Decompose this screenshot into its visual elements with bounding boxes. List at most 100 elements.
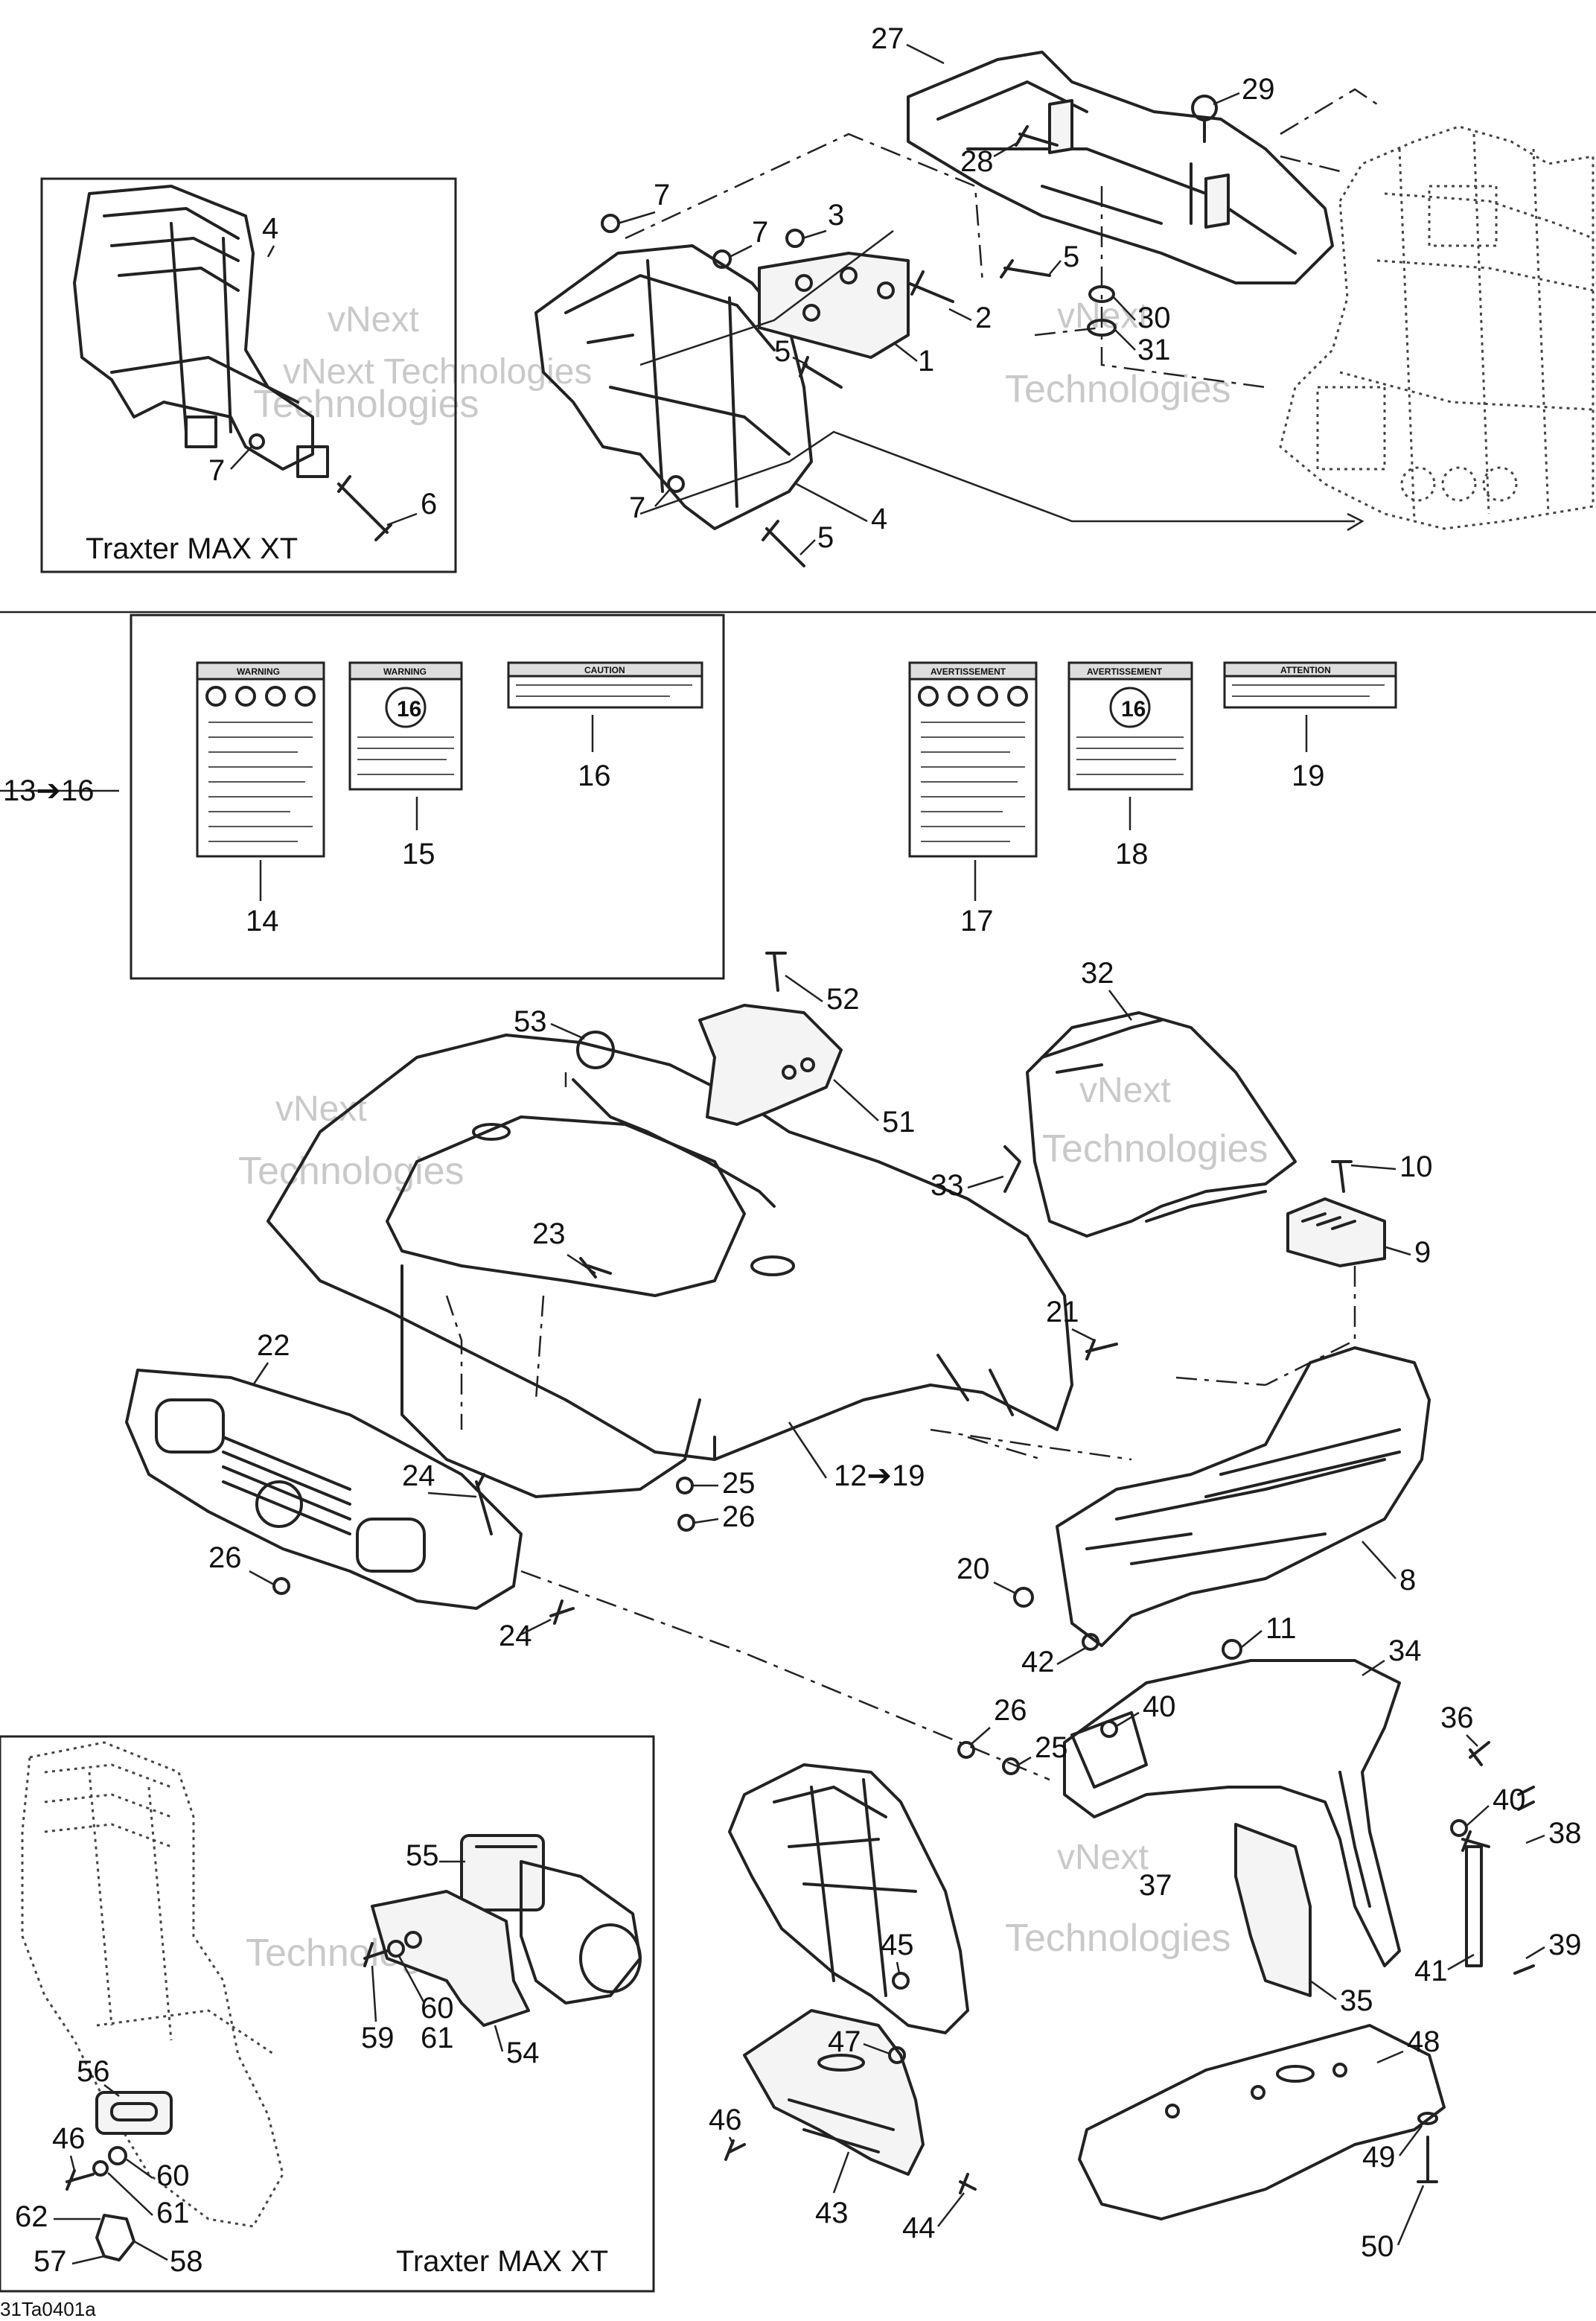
callout-23: 23 (532, 1217, 566, 1250)
callout-14: 14 (246, 905, 279, 937)
callout-15: 15 (402, 838, 435, 870)
safety-label-18: AVERTISSEMENT 16 (1067, 661, 1193, 791)
bracket-51 (698, 1004, 843, 1126)
callout-3: 3 (828, 199, 844, 232)
callout-33: 33 (931, 1169, 964, 1202)
callout-4: 4 (262, 212, 278, 245)
traxter-max-xt-box-top: 4 7 6 Traxter MAX XT (40, 177, 457, 573)
callout-50: 50 (1361, 2230, 1394, 2263)
callout-58: 58 (170, 2245, 203, 2278)
callout-2: 2 (975, 302, 992, 334)
watermark-text: vNext (1079, 1071, 1171, 1110)
callout-48: 48 (1407, 2025, 1440, 2058)
watermark-text: Technologies (1042, 1127, 1268, 1171)
watermark-text: vNext (275, 1089, 367, 1129)
callout-8: 8 (1399, 1564, 1416, 1596)
traxter-max-xt-box-bottom: 55 60 61 59 54 56 46 60 61 62 57 58 Trax… (0, 1735, 655, 2293)
callout-55: 55 (406, 1839, 439, 1872)
callout-26: 26 (208, 1541, 242, 1574)
callout-46: 46 (52, 2122, 86, 2155)
callout-25: 25 (722, 1467, 756, 1500)
callout-57: 57 (33, 2245, 67, 2278)
callout-24: 24 (402, 1459, 435, 1492)
callout-25: 25 (1035, 1731, 1068, 1764)
front-body-assembly: 53 52 51 23 21 12➔19 22 24 26 24 25 26 (125, 952, 1118, 1652)
safety-label-17: AVERTISSEMENT (908, 661, 1038, 858)
svg-text:ATTENTION: ATTENTION (1280, 665, 1331, 675)
front-bumper-skid-assembly: 45 47 46 43 44 (709, 1763, 977, 2244)
callout-46: 46 (709, 2104, 742, 2136)
callout-17: 17 (960, 905, 994, 937)
callout-40: 40 (1143, 1690, 1176, 1723)
callout-51: 51 (882, 1106, 916, 1139)
callout-10: 10 (1399, 1150, 1433, 1183)
callout-28: 28 (960, 145, 994, 178)
svg-text:16: 16 (397, 697, 421, 722)
callout-56: 56 (77, 2055, 110, 2088)
svg-text:CAUTION: CAUTION (584, 665, 625, 675)
callout-42: 42 (1021, 1646, 1055, 1678)
callout-45: 45 (881, 1929, 914, 1961)
callout-47: 47 (828, 2025, 861, 2058)
callout-5: 5 (774, 335, 791, 368)
callout-54: 54 (506, 2037, 540, 2069)
callout-18: 18 (1115, 838, 1149, 870)
safety-label-14: WARNING (196, 661, 325, 858)
callout-34: 34 (1388, 1634, 1422, 1667)
callout-7: 7 (208, 454, 225, 487)
callout-49: 49 (1362, 2141, 1396, 2174)
callout-26: 26 (994, 1694, 1027, 1727)
safety-label-16: CAUTION (507, 661, 703, 709)
callout-62: 62 (15, 2200, 48, 2233)
watermark-text: Technologies (253, 383, 479, 426)
callout-7: 7 (654, 179, 670, 211)
callout-7: 7 (629, 491, 645, 524)
front-grille-22 (125, 1369, 523, 1610)
watermark-text: vNext (1057, 1838, 1149, 1877)
callout-22: 22 (257, 1329, 290, 1362)
side-body-assembly: 32 33 10 9 8 20 11 42 (930, 957, 1433, 1678)
callout-53: 53 (514, 1005, 547, 1038)
hook-58 (95, 2214, 135, 2261)
step-9 (1286, 1197, 1386, 1267)
callout-60: 60 (421, 1992, 454, 2025)
callout-44: 44 (902, 2212, 936, 2244)
skid-plate-48 (1078, 2024, 1446, 2220)
safety-label-19: ATTENTION (1223, 661, 1397, 709)
front-bumper-assembly: 7 7 3 2 1 5 7 4 5 (534, 133, 1364, 567)
svg-text:WARNING: WARNING (237, 666, 280, 677)
skid-43 (743, 2009, 925, 2176)
footwell-8 (1056, 1346, 1431, 1647)
callout-29: 29 (1242, 73, 1275, 106)
callout-52: 52 (826, 983, 860, 1016)
rear-fender-34 (1063, 1659, 1401, 1967)
bolt (337, 475, 392, 541)
callout-35: 35 (1340, 1984, 1373, 2017)
callout-6: 6 (421, 488, 437, 520)
callout-61: 61 (156, 2197, 190, 2229)
callout-7: 7 (752, 216, 768, 249)
callout-39: 39 (1548, 1929, 1582, 1961)
front-bumper-max-xt (73, 185, 329, 478)
callout-5: 5 (817, 521, 834, 554)
frame-chassis (1279, 125, 1595, 530)
winch-plate-54 (371, 1890, 530, 2027)
watermark-text: vNext (328, 300, 419, 340)
callout-40: 40 (1493, 1783, 1526, 1816)
winch-55 (460, 1834, 642, 2005)
callout-36: 36 (1440, 1701, 1474, 1734)
callout-41: 41 (1414, 1955, 1448, 1987)
svg-text:AVERTISSEMENT: AVERTISSEMENT (931, 666, 1006, 677)
callout-26: 26 (722, 1500, 756, 1533)
side-cover-32 (1026, 1011, 1297, 1238)
safety-label-15: WARNING 16 (348, 661, 463, 791)
box-label-traxter-max-xt: Traxter MAX XT (86, 532, 298, 565)
svg-text:WARNING: WARNING (383, 666, 427, 677)
svg-text:16: 16 (1121, 697, 1146, 722)
callout-11: 11 (1265, 1612, 1297, 1645)
callout-24: 24 (499, 1620, 532, 1652)
group-ref-12-19: 12➔19 (834, 1459, 925, 1492)
callout-43: 43 (815, 2197, 849, 2229)
callout-20: 20 (957, 1553, 990, 1585)
